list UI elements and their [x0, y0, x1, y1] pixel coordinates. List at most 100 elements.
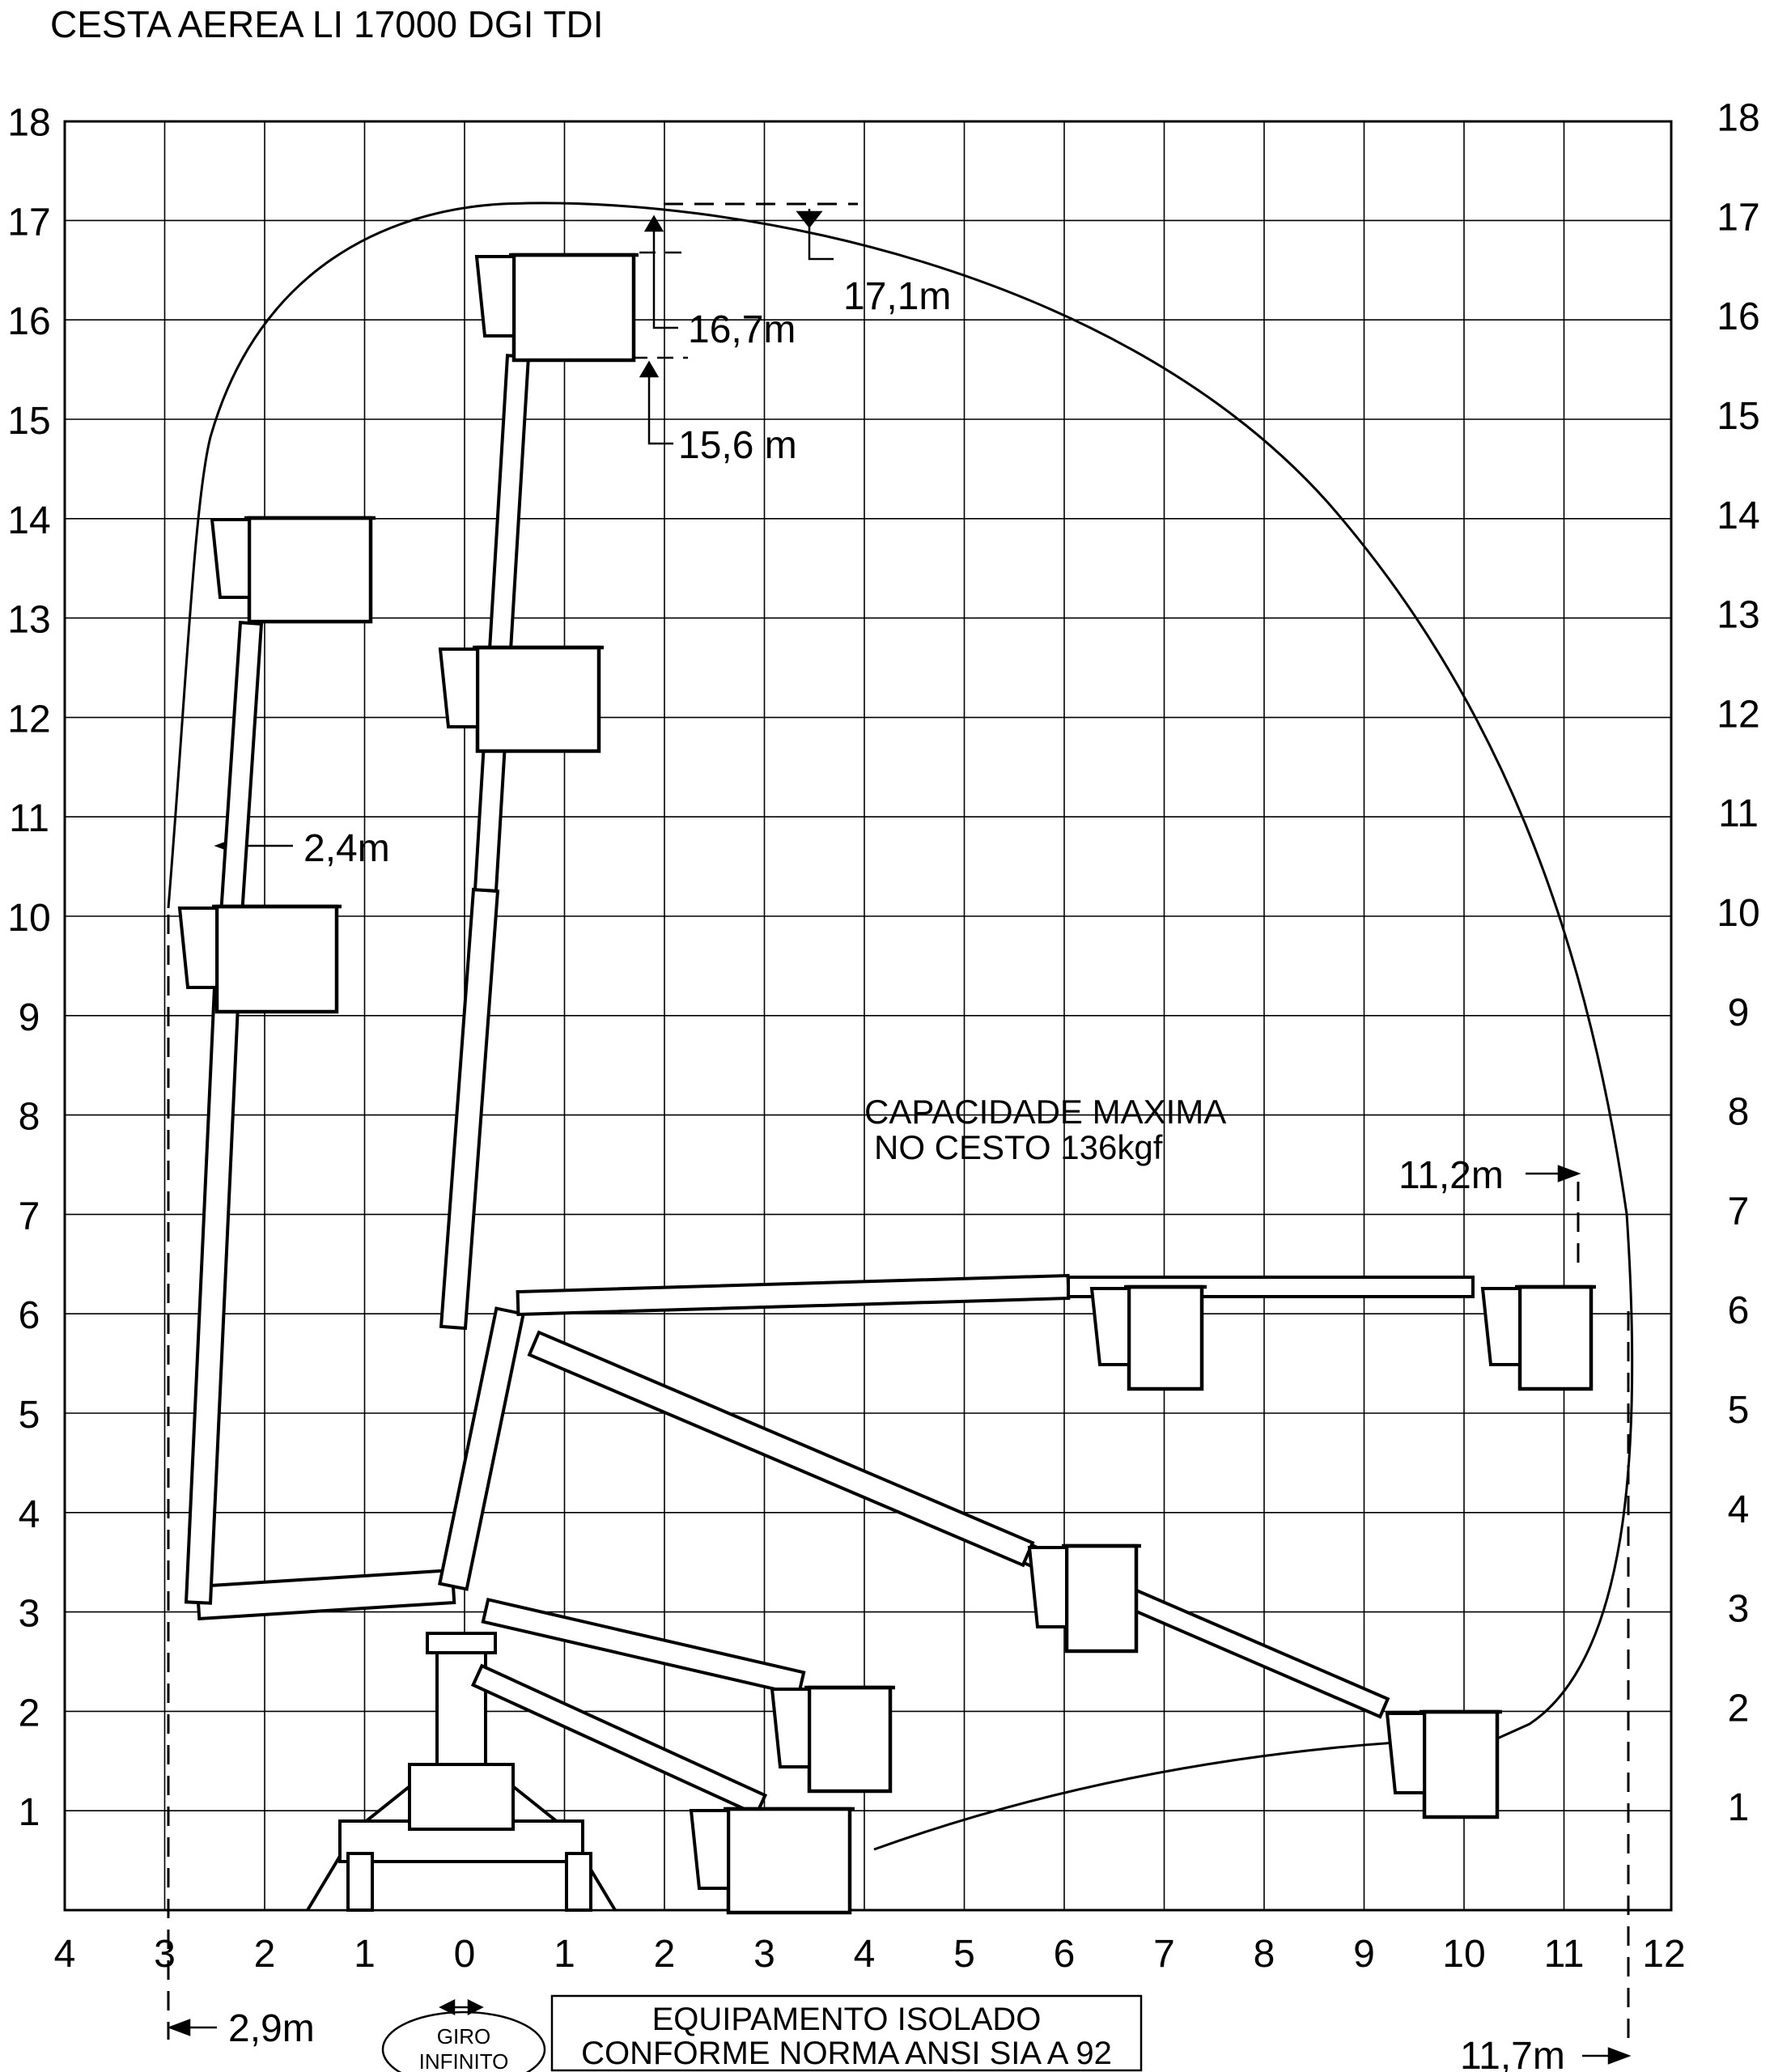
x-tick-label: 11	[1544, 1933, 1585, 1976]
x-tick-label: 1	[554, 1933, 575, 1976]
insulation-line-2: CONFORME NORMA ANSI SIA A 92	[581, 2036, 1112, 2071]
y-tick-label-right: 2	[1728, 1687, 1750, 1730]
basket-top-label: 16,7m	[688, 308, 796, 351]
y-tick-label-right: 8	[1728, 1091, 1750, 1134]
x-tick-label: 1	[354, 1933, 376, 1976]
boom-section	[437, 1306, 526, 1591]
basket-bracket	[1089, 1287, 1131, 1366]
x-tick-label: 7	[1153, 1933, 1175, 1976]
rear-reach-label: 2,9m	[228, 2007, 315, 2050]
boom-section	[516, 1273, 1071, 1317]
y-tick-label-left: 12	[7, 698, 50, 741]
y-tick-label-left: 13	[7, 599, 50, 642]
basket	[1064, 1543, 1139, 1654]
y-tick-label-left: 15	[7, 400, 50, 443]
horizontal-reach-label: 11,2m	[1398, 1154, 1504, 1197]
max-reach-label: 11,7m	[1460, 2035, 1565, 2072]
y-tick-label-right: 15	[1717, 395, 1759, 438]
grid	[65, 121, 1671, 1910]
insulation-box	[550, 1994, 1143, 2072]
boom-section	[527, 1330, 1035, 1568]
insulation-line-1: EQUIPAMENTO ISOLADO	[652, 2002, 1042, 2037]
basket-bracket	[210, 518, 251, 599]
y-tick-label-left: 16	[7, 300, 50, 343]
basket-bracket	[177, 906, 219, 989]
x-tick-label: 4	[54, 1933, 76, 1976]
boom-section	[481, 1597, 806, 1697]
y-tick-label-left: 8	[19, 1096, 40, 1139]
basket-bracket	[1480, 1287, 1521, 1366]
rotation-ellipse	[381, 2010, 546, 2072]
y-tick-label-right: 10	[1717, 892, 1759, 935]
plot-frame	[63, 120, 1673, 1912]
y-tick-label-right: 5	[1728, 1389, 1750, 1432]
y-tick-label-left: 3	[19, 1593, 40, 1636]
basket	[475, 645, 601, 754]
basket	[1422, 1709, 1500, 1819]
y-tick-label-left: 9	[19, 996, 40, 1039]
near-clearance-label: 2,4m	[303, 827, 390, 870]
y-tick-label-right: 18	[1717, 97, 1759, 140]
y-tick-label-left: 2	[19, 1692, 40, 1734]
x-tick-label: 12	[1642, 1933, 1685, 1976]
x-tick-label: 6	[1054, 1933, 1076, 1976]
y-tick-label-left: 18	[7, 102, 50, 145]
basket	[511, 253, 636, 363]
y-tick-label-right: 16	[1717, 295, 1759, 338]
y-tick-label-left: 17	[7, 201, 50, 244]
basket	[726, 1807, 852, 1915]
boom-section	[195, 1568, 456, 1621]
diagram-title: CESTA AEREA LI 17000 DGI TDI	[50, 3, 604, 45]
basket-bracket	[474, 255, 516, 338]
x-tick-label: 3	[753, 1933, 775, 1976]
basket	[1127, 1284, 1204, 1391]
basket	[247, 516, 373, 624]
basket-bracket	[1027, 1546, 1068, 1628]
boom-positions	[177, 253, 1596, 1915]
boom-section	[470, 1663, 768, 1817]
y-tick-label-left: 7	[19, 1195, 40, 1238]
x-tick-label: 2	[254, 1933, 276, 1976]
basket-floor-label: 15,6 m	[678, 424, 797, 467]
max-height-label: 17,1m	[843, 275, 951, 318]
basket	[1517, 1284, 1594, 1391]
basket-bracket	[438, 648, 479, 728]
y-tick-label-left: 11	[9, 797, 49, 840]
y-tick-label-right: 7	[1728, 1190, 1750, 1233]
y-tick-label-right: 1	[1728, 1786, 1750, 1829]
rotation-line-2: INFINITO	[419, 2049, 509, 2072]
x-tick-label: 8	[1254, 1933, 1275, 1976]
basket	[807, 1685, 893, 1794]
basket-bracket	[1385, 1712, 1426, 1794]
x-tick-label: 10	[1442, 1933, 1485, 1976]
y-tick-label-right: 3	[1728, 1588, 1750, 1631]
capacity-line-2: NO CESTO 136kgf	[874, 1128, 1163, 1166]
y-tick-label-left: 4	[19, 1493, 40, 1536]
y-tick-label-right: 9	[1728, 991, 1750, 1034]
y-tick-label-right: 14	[1717, 495, 1759, 537]
y-tick-label-right: 11	[1718, 792, 1759, 835]
basket	[214, 904, 339, 1014]
basket-bracket	[770, 1688, 811, 1768]
x-tick-label: 2	[654, 1933, 676, 1976]
rotation-line-1: GIRO	[437, 2024, 490, 2049]
y-tick-label-right: 12	[1717, 693, 1759, 736]
boom-section	[184, 985, 241, 1605]
y-tick-label-left: 10	[7, 897, 50, 940]
y-tick-label-right: 6	[1728, 1289, 1750, 1332]
x-tick-label: 4	[854, 1933, 876, 1976]
y-tick-label-right: 13	[1717, 594, 1759, 637]
x-tick-label: 3	[154, 1933, 176, 1976]
capacity-line-1: CAPACIDADE MAXIMA	[864, 1093, 1226, 1131]
truck-base	[306, 1632, 617, 1912]
x-tick-label: 0	[454, 1933, 476, 1976]
basket-bracket	[689, 1809, 730, 1890]
x-tick-label: 5	[953, 1933, 975, 1976]
y-tick-label-left: 5	[19, 1394, 40, 1437]
boom-section	[473, 354, 531, 893]
y-tick-label-left: 6	[19, 1294, 40, 1337]
